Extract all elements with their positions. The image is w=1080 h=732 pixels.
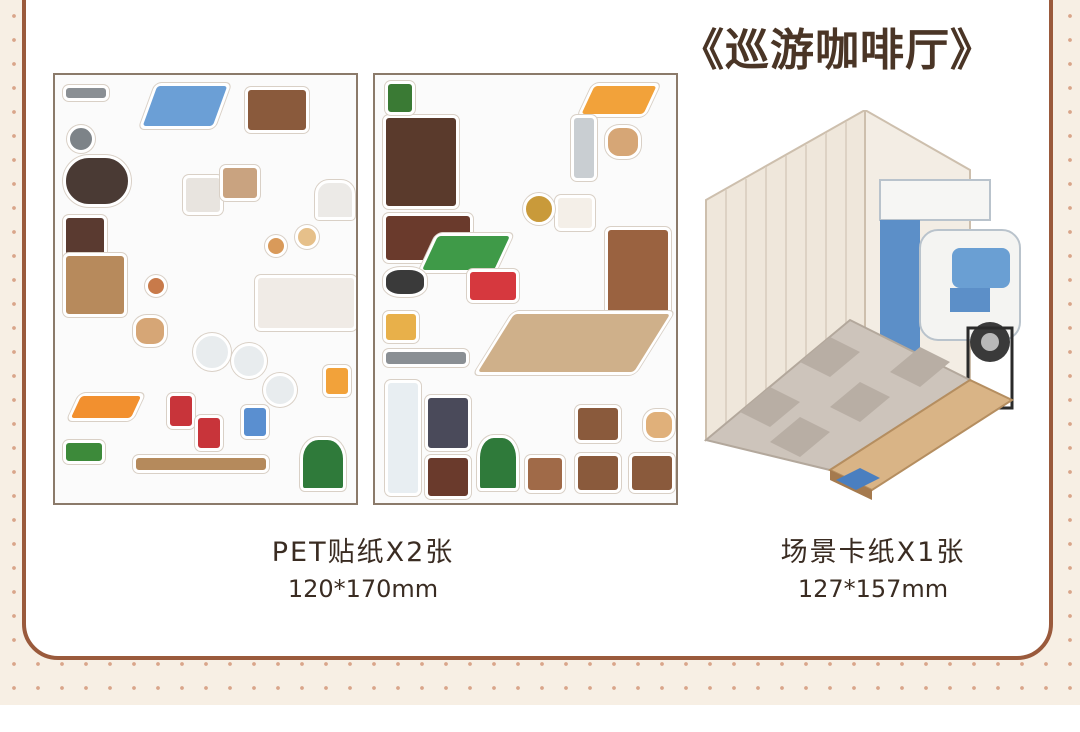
dresser-sticker bbox=[425, 455, 471, 499]
sticker-product-name: PET贴纸X2张 bbox=[271, 537, 455, 568]
drawer-sticker bbox=[525, 455, 565, 493]
cabinet-sticker bbox=[575, 405, 621, 443]
sticker-caption: PET贴纸X2张 120*170mm bbox=[213, 530, 513, 603]
plant-sticker bbox=[385, 81, 415, 115]
tall-window-sticker bbox=[385, 380, 421, 496]
red-sofa-sticker bbox=[467, 269, 519, 303]
staircase-sticker bbox=[605, 227, 671, 319]
coffee-sign-sticker bbox=[63, 155, 131, 207]
bar-counter-sticker bbox=[255, 275, 356, 331]
cupboard-sticker bbox=[63, 253, 127, 317]
red-chair-sticker bbox=[167, 393, 195, 429]
mug-sticker bbox=[295, 225, 319, 249]
sticker-sheet-2 bbox=[373, 73, 678, 505]
monstera-sticker bbox=[477, 435, 519, 491]
scene-card-caption: 场景卡纸X1张 127*157mm bbox=[723, 530, 1023, 603]
scene-card-product-name: 场景卡纸X1张 bbox=[780, 537, 966, 568]
blue-chair-sticker bbox=[241, 405, 269, 439]
page-title: 《巡游咖啡厅》 bbox=[680, 25, 995, 76]
blue-rug-sticker bbox=[138, 83, 232, 129]
scene-truck-cab bbox=[879, 179, 1021, 410]
monstera-sticker bbox=[300, 437, 346, 491]
scene-wood-deck bbox=[827, 378, 1015, 500]
armchair-sticker bbox=[383, 311, 419, 343]
cabinet-sticker bbox=[220, 165, 260, 201]
bottom-band bbox=[0, 705, 1080, 732]
window-sticker bbox=[425, 395, 471, 451]
coffee-machine-sticker bbox=[183, 175, 223, 215]
round-table-sticker bbox=[263, 373, 297, 407]
scene-card-illustration bbox=[703, 110, 1021, 500]
mug-sticker bbox=[265, 235, 287, 257]
round-table-sticker bbox=[231, 343, 267, 379]
scene-checkered-floor bbox=[703, 318, 973, 472]
cabinet-sticker bbox=[575, 453, 621, 493]
ladder-sticker bbox=[571, 115, 597, 181]
gramophone-sticker bbox=[523, 193, 555, 225]
railing-sticker bbox=[383, 349, 469, 367]
display-case-sticker bbox=[315, 180, 355, 220]
railing-sticker bbox=[133, 455, 269, 473]
bear-sticker bbox=[133, 315, 167, 347]
black-rug-sticker bbox=[383, 267, 427, 297]
red-chair-sticker bbox=[195, 415, 223, 451]
pendant-lamp-sticker bbox=[63, 85, 109, 101]
counter-sticker bbox=[245, 87, 309, 133]
mug-sticker bbox=[145, 275, 167, 297]
orange-rug-sticker bbox=[66, 393, 146, 421]
bear-sticker bbox=[643, 409, 675, 441]
wood-floor-sticker bbox=[473, 311, 675, 375]
scene-card-product-size: 127*157mm bbox=[797, 575, 949, 603]
orange-rug-sticker bbox=[577, 83, 661, 117]
cabinet-sticker bbox=[629, 453, 675, 493]
lamp-sticker bbox=[67, 125, 95, 153]
sticker-sheet-1 bbox=[53, 73, 358, 505]
sticker-product-size: 120*170mm bbox=[287, 575, 439, 603]
chair-sticker bbox=[323, 365, 351, 397]
green-rug-sticker bbox=[417, 233, 515, 273]
round-table-sticker bbox=[193, 333, 231, 371]
bookshelf-sticker bbox=[383, 115, 459, 209]
cafe-sign-sticker bbox=[555, 195, 595, 231]
planter-sticker bbox=[63, 440, 105, 464]
bear-sticker bbox=[605, 125, 641, 159]
